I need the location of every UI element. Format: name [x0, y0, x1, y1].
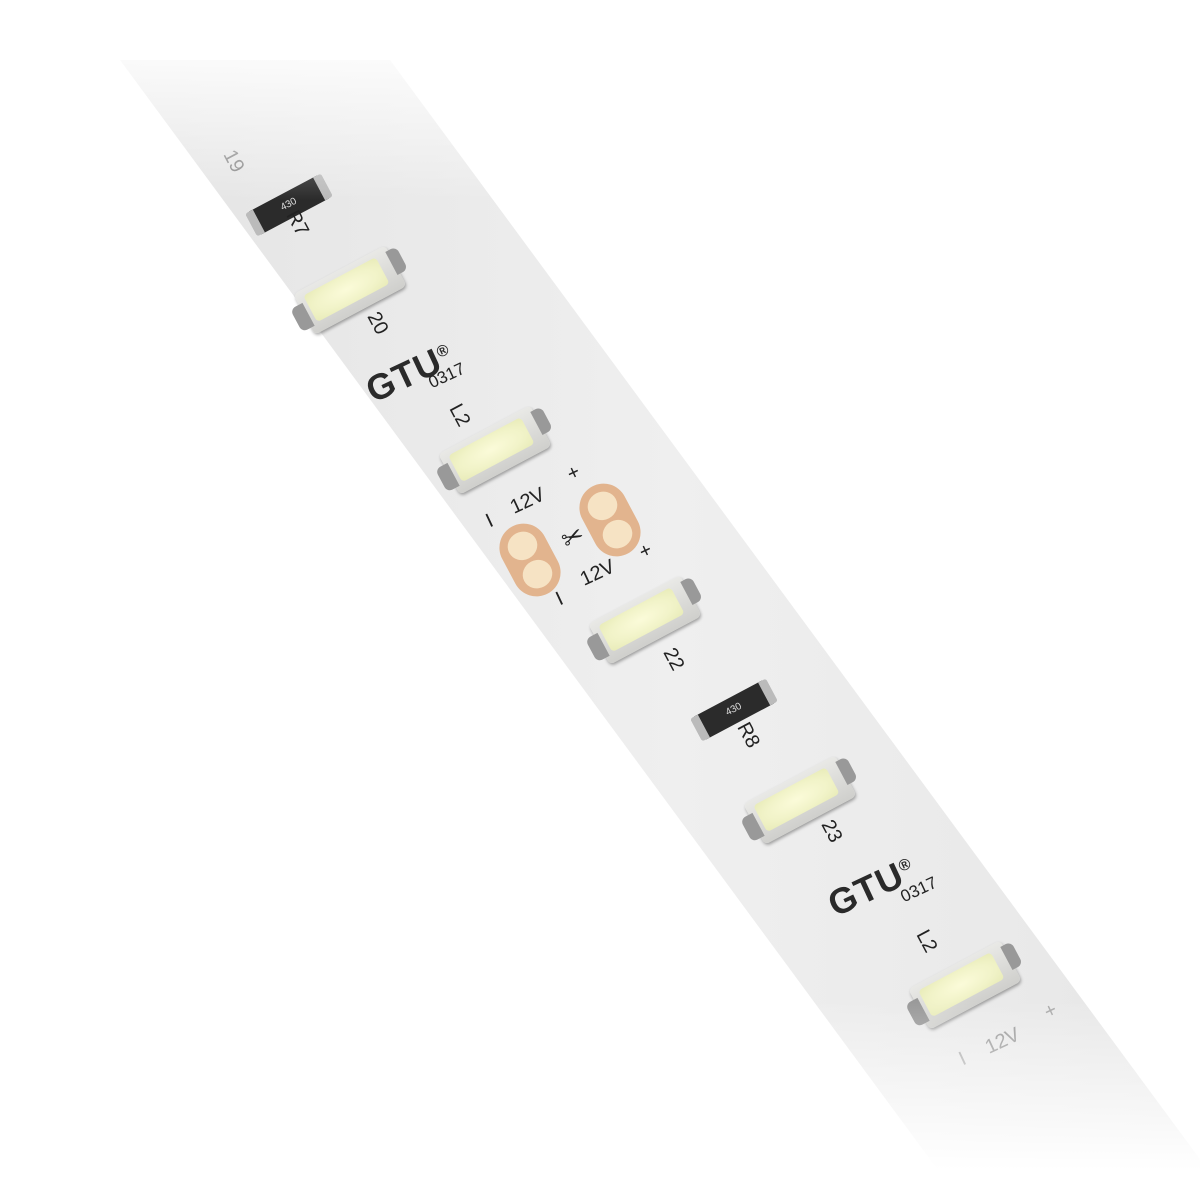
led-strip-board — [120, 60, 1200, 1200]
